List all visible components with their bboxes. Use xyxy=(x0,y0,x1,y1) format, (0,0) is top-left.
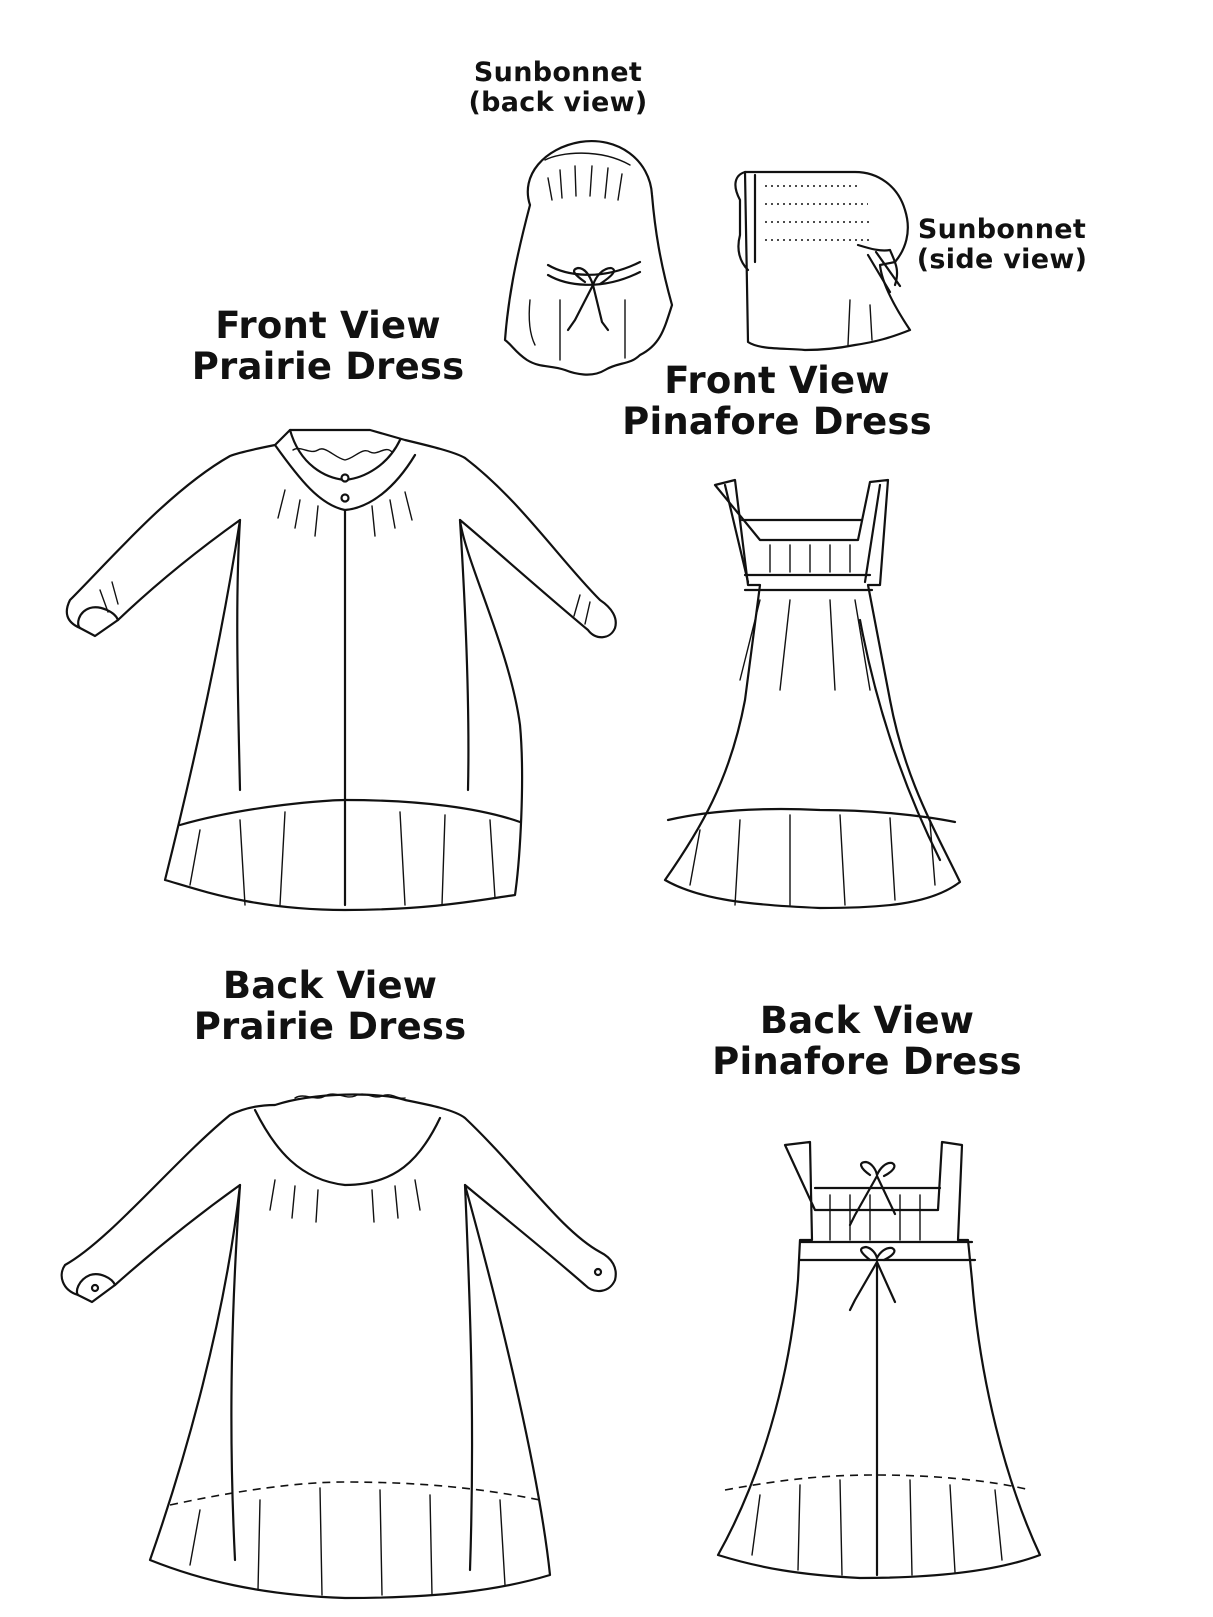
label-back-view-pinafore-dress: Back View Pinafore Dress xyxy=(712,1000,1022,1083)
front-pinafore-dress-drawing xyxy=(665,480,960,908)
sunbonnet-side-view-drawing xyxy=(735,172,910,350)
label-sunbonnet-side-view: Sunbonnet (side view) xyxy=(916,214,1088,276)
label-line: Prairie Dress xyxy=(193,1005,467,1049)
label-line: Front View xyxy=(664,359,890,402)
label-line: Back View xyxy=(759,999,975,1042)
label-line: Prairie Dress xyxy=(191,345,465,389)
label-line: Sunbonnet xyxy=(473,57,643,88)
sunbonnet-back-view-drawing xyxy=(505,141,672,375)
back-prairie-dress-drawing xyxy=(62,1094,616,1598)
front-prairie-dress-drawing xyxy=(67,430,616,910)
label-front-view-prairie-dress: Front View Prairie Dress xyxy=(192,305,465,388)
label-line: Pinafore Dress xyxy=(712,1040,1022,1084)
label-line: Pinafore Dress xyxy=(622,400,932,444)
label-back-view-prairie-dress: Back View Prairie Dress xyxy=(194,965,467,1048)
label-front-view-pinafore-dress: Front View Pinafore Dress xyxy=(622,360,932,443)
label-line: Sunbonnet xyxy=(917,214,1087,245)
label-line: Front View xyxy=(215,304,441,347)
label-sunbonnet-back-view: Sunbonnet (back view) xyxy=(468,57,648,119)
back-pinafore-dress-drawing xyxy=(718,1142,1040,1578)
label-line: (back view) xyxy=(468,87,648,119)
label-line: Back View xyxy=(222,964,438,1007)
label-line: (side view) xyxy=(916,244,1088,276)
